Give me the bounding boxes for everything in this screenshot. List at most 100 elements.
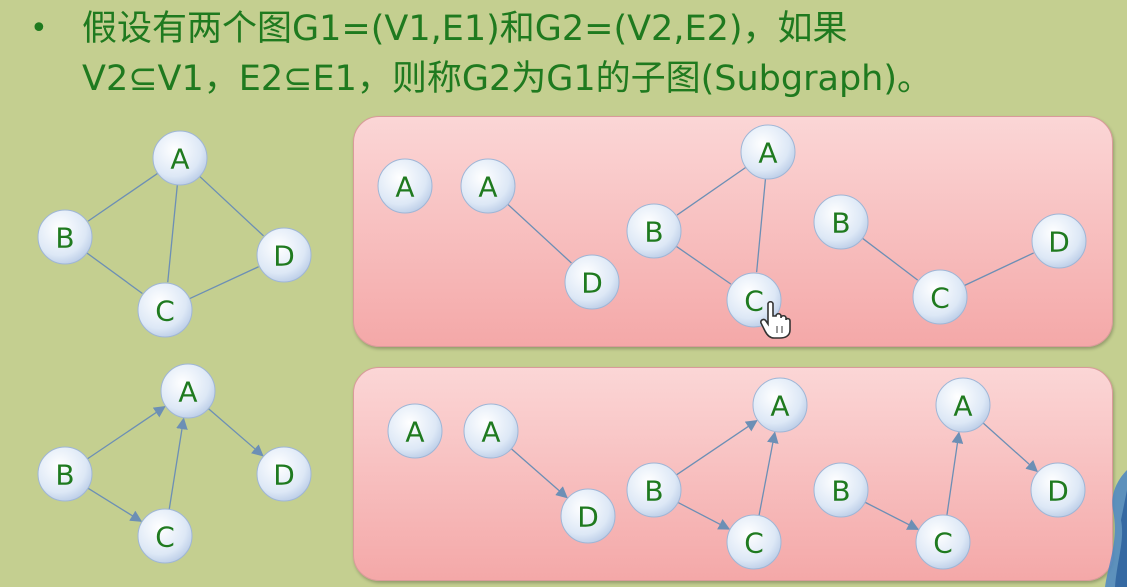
edge-undirected-subgraphs-3-C-D <box>964 252 1034 287</box>
node-label: A <box>953 390 972 423</box>
node-label: D <box>581 267 603 300</box>
node-directed-G1-D: D <box>256 446 312 502</box>
node-label: B <box>644 216 663 249</box>
edge-directed-G1-B-C <box>87 487 143 522</box>
edge-undirected-subgraphs-1-A-D <box>507 203 572 264</box>
node-label: C <box>930 282 950 315</box>
node-label: A <box>478 171 497 204</box>
node-circle <box>915 514 971 570</box>
node-undirected-G1-A: A <box>152 130 208 186</box>
node-directed-subgraphs-0-A: A <box>387 403 443 459</box>
edge-undirected-G1-A-B <box>87 172 159 222</box>
edge-undirected-G1-B-C <box>86 252 143 295</box>
node-label: B <box>831 475 850 508</box>
node-circle <box>152 130 208 186</box>
node-undirected-subgraphs-2-B: B <box>626 203 682 259</box>
node-label: A <box>405 416 424 449</box>
edge-undirected-subgraphs-3-B-C <box>862 237 919 281</box>
node-directed-subgraphs-3-D: D <box>1030 462 1086 518</box>
node-circle <box>387 403 443 459</box>
node-circle <box>626 462 682 518</box>
edge-directed-subgraphs-2-B-A <box>676 420 758 476</box>
node-circle <box>726 514 782 570</box>
node-label: A <box>481 416 500 449</box>
node-circle <box>1030 462 1086 518</box>
node-circle <box>460 158 516 214</box>
node-label: A <box>758 137 777 170</box>
node-label: B <box>55 459 74 492</box>
edge-directed-G1-B-A <box>87 406 166 460</box>
node-circle <box>813 194 869 250</box>
edge-directed-subgraphs-1-A-D <box>510 448 568 499</box>
node-label: A <box>770 390 789 423</box>
node-circle <box>935 377 991 433</box>
node-label: D <box>1048 226 1070 259</box>
node-circle <box>740 124 796 180</box>
node-label: C <box>744 527 764 560</box>
hand-cursor-icon <box>760 300 791 339</box>
node-directed-G1-A: A <box>160 363 216 419</box>
node-directed-subgraphs-3-C: C <box>915 514 971 570</box>
node-circle <box>256 227 312 283</box>
node-undirected-subgraphs-3-C: C <box>912 269 968 325</box>
edge-undirected-G1-A-D <box>199 175 264 237</box>
edge-undirected-G1-A-C <box>167 184 178 283</box>
node-circle <box>752 377 808 433</box>
node-circle <box>256 446 312 502</box>
node-undirected-subgraphs-2-A: A <box>740 124 796 180</box>
node-label: D <box>1047 475 1069 508</box>
node-directed-subgraphs-3-B: B <box>813 462 869 518</box>
node-undirected-subgraphs-3-B: B <box>813 194 869 250</box>
node-undirected-subgraphs-0-A: A <box>377 158 433 214</box>
edge-directed-subgraphs-2-B-C <box>677 501 731 530</box>
node-directed-subgraphs-2-A: A <box>752 377 808 433</box>
node-circle <box>626 203 682 259</box>
title-line-1: 假设有两个图G1=(V1,E1)和G2=(V2,E2)，如果 <box>82 9 848 49</box>
corner-decoration <box>1105 470 1127 587</box>
edge-directed-subgraphs-3-B-C <box>864 501 920 530</box>
node-label: C <box>155 521 175 554</box>
node-label: B <box>831 207 850 240</box>
node-directed-subgraphs-1-A: A <box>463 403 519 459</box>
node-circle <box>463 403 519 459</box>
node-directed-subgraphs-1-D: D <box>560 488 616 544</box>
node-undirected-subgraphs-1-D: D <box>564 254 620 310</box>
bullet-icon: • <box>30 11 48 46</box>
node-undirected-subgraphs-3-D: D <box>1031 213 1087 269</box>
node-undirected-G1-B: B <box>37 209 93 265</box>
title-line-2: V2⊆V1，E2⊆E1，则称G2为G1的子图(Subgraph)。 <box>82 59 932 99</box>
node-circle <box>137 508 193 564</box>
node-label: D <box>273 240 295 273</box>
node-directed-subgraphs-2-B: B <box>626 462 682 518</box>
edge-undirected-subgraphs-2-A-C <box>755 178 767 273</box>
node-circle <box>37 209 93 265</box>
node-label: A <box>170 143 189 176</box>
node-undirected-G1-C: C <box>137 282 193 338</box>
node-circle <box>377 158 433 214</box>
edge-undirected-subgraphs-2-B-C <box>675 245 732 285</box>
node-label: C <box>933 527 953 560</box>
edge-directed-subgraphs-3-C-A <box>946 431 964 516</box>
node-circle <box>813 462 869 518</box>
node-directed-G1-B: B <box>37 446 93 502</box>
node-label: B <box>644 475 663 508</box>
node-label: D <box>577 501 599 534</box>
node-undirected-G1-D: D <box>256 227 312 283</box>
edge-directed-G1-A-D <box>207 408 264 457</box>
node-circle <box>1031 213 1087 269</box>
node-circle <box>560 488 616 544</box>
edge-directed-subgraphs-3-A-D <box>982 422 1039 473</box>
node-directed-subgraphs-3-A: A <box>935 377 991 433</box>
node-undirected-subgraphs-1-A: A <box>460 158 516 214</box>
edge-undirected-G1-C-D <box>189 266 259 300</box>
node-label: B <box>55 222 74 255</box>
node-label: A <box>178 376 197 409</box>
node-circle <box>37 446 93 502</box>
edge-directed-G1-C-A <box>168 417 188 510</box>
node-label: A <box>395 171 414 204</box>
node-label: C <box>155 295 175 328</box>
node-circle <box>564 254 620 310</box>
node-directed-G1-C: C <box>137 508 193 564</box>
node-label: D <box>273 459 295 492</box>
